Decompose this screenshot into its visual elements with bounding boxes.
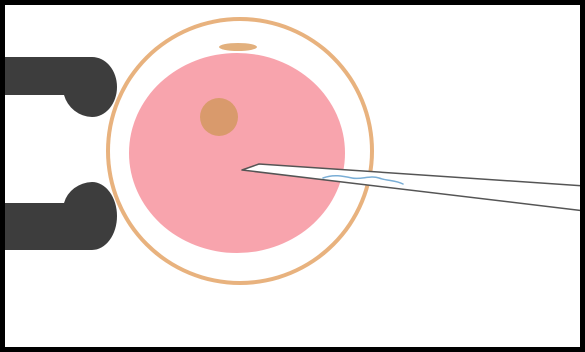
oocyte-icon bbox=[106, 17, 374, 285]
cytoplasm bbox=[129, 53, 345, 253]
pronucleus bbox=[200, 98, 238, 136]
polar-body bbox=[219, 43, 257, 51]
